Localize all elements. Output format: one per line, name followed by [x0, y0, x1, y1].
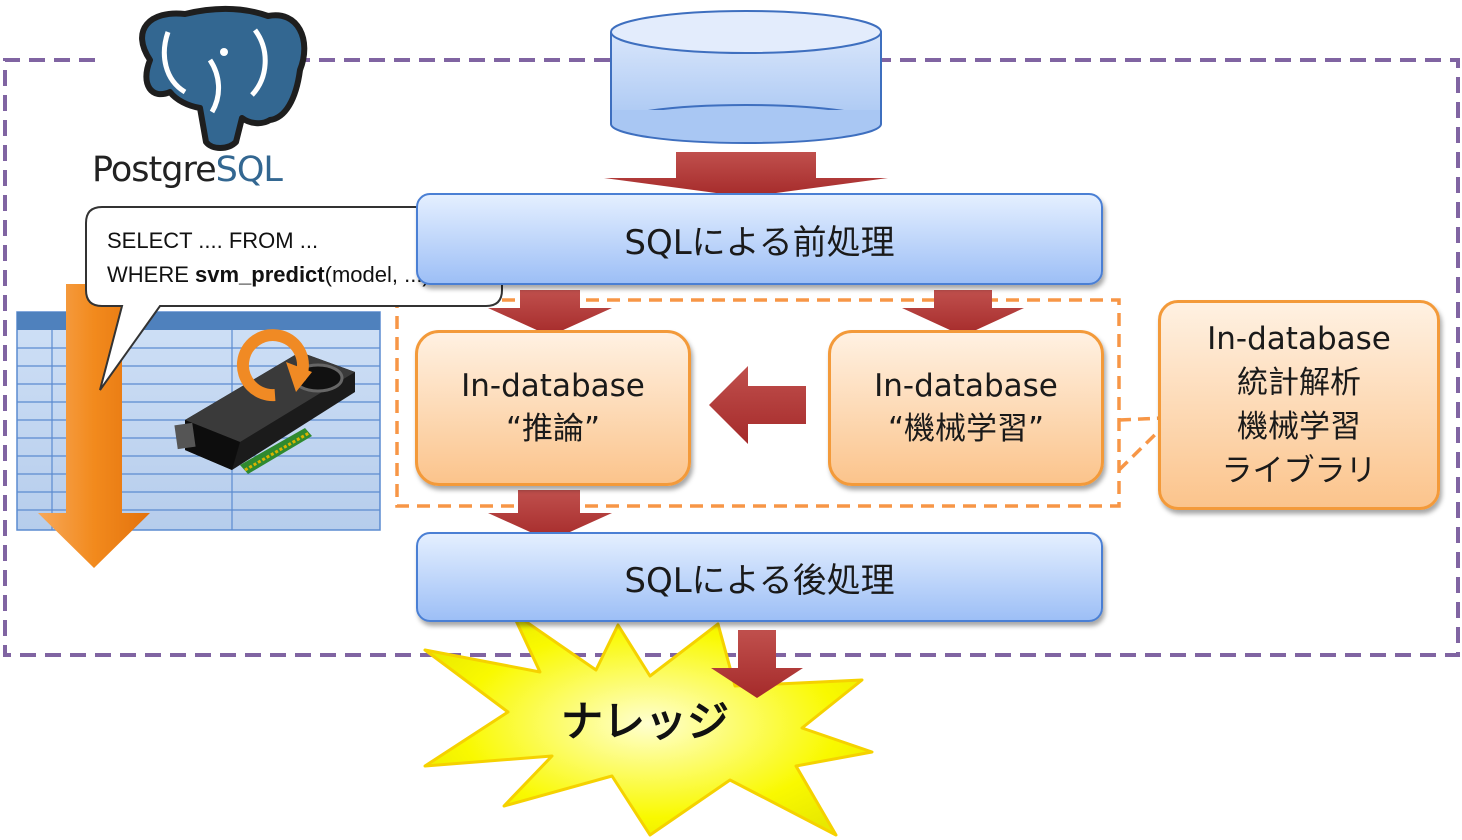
- inference-line-2: “推論”: [505, 411, 601, 447]
- refresh-icon: [236, 329, 312, 402]
- library-line-1: In-database: [1207, 321, 1391, 357]
- query-function-name: svm_predict: [195, 262, 325, 287]
- arrow-inference-to-postprocess: [488, 490, 612, 541]
- library-line-2: 統計解析: [1237, 365, 1361, 401]
- arrow-postprocess-to-knowledge: [711, 630, 803, 698]
- machine-learning-box: In-database “機械学習”: [828, 330, 1104, 486]
- arrow-ml-to-inference: [709, 366, 806, 444]
- ml-line-1: In-database: [874, 368, 1058, 404]
- query-line-2-suffix: (model, ...): [324, 262, 430, 287]
- inference-box: In-database “推論”: [415, 330, 691, 486]
- knowledge-label: ナレッジ: [560, 697, 729, 746]
- query-line-2-prefix: WHERE: [107, 262, 195, 287]
- library-box: In-database 統計解析 機械学習 ライブラリ: [1158, 300, 1440, 510]
- library-line-4: ライブラリ: [1221, 453, 1377, 489]
- postprocess-box: SQLによる後処理: [416, 532, 1103, 622]
- in-database-group-frame: [395, 298, 1121, 508]
- preprocess-label: SQLによる前処理: [624, 222, 895, 263]
- library-line-3: 機械学習: [1237, 409, 1361, 445]
- database-cylinder-icon: [610, 10, 882, 144]
- preprocess-box: SQLによる前処理: [416, 193, 1103, 285]
- query-text: SELECT .... FROM ... WHERE svm_predict(m…: [107, 224, 430, 292]
- arrow-db-to-preprocess: [604, 152, 888, 197]
- query-line-2: WHERE svm_predict(model, ...): [107, 258, 430, 292]
- postgres-boundary-frame: [3, 58, 1460, 657]
- arrow-preprocess-to-ml: [902, 290, 1024, 336]
- ml-line-2: “機械学習”: [887, 411, 1045, 447]
- arrow-preprocess-to-inference: [488, 290, 612, 336]
- postgresql-elephant-icon: [139, 6, 308, 151]
- postprocess-label: SQLによる後処理: [624, 560, 895, 601]
- inference-line-1: In-database: [461, 368, 645, 404]
- query-line-1: SELECT .... FROM ...: [107, 228, 319, 253]
- logo-highlight: SQL: [215, 150, 283, 190]
- logo-prefix: Postgre: [92, 150, 217, 190]
- postgresql-logo-text: PostgreSQL: [92, 150, 283, 190]
